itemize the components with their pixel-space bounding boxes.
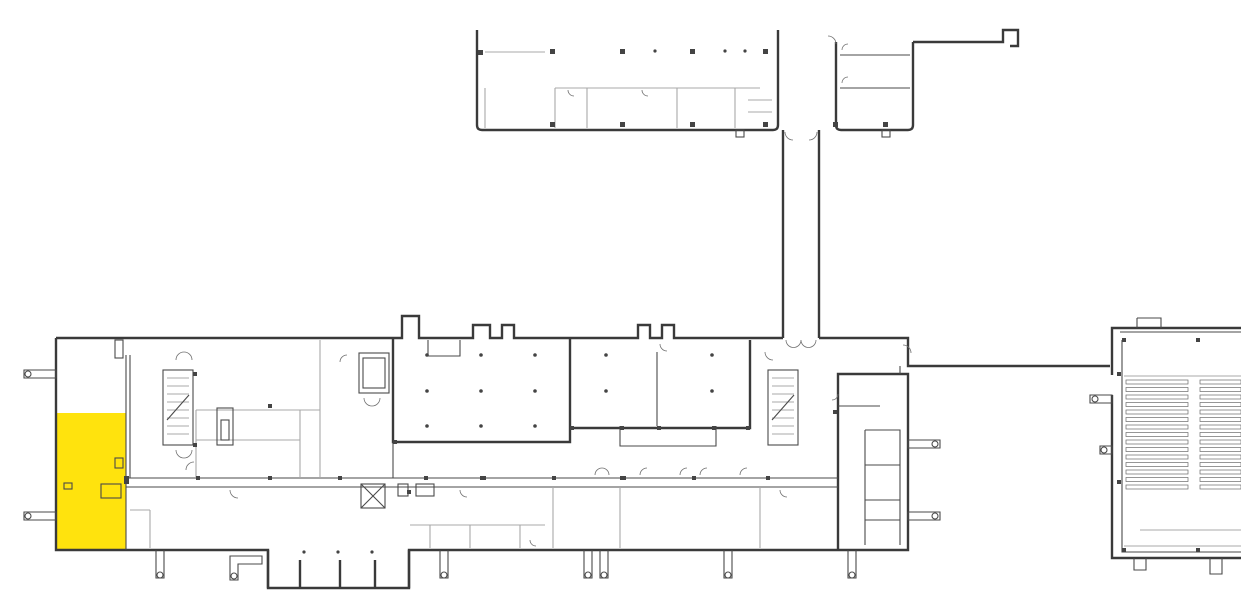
seat-row xyxy=(1199,469,1241,475)
seat-row xyxy=(1125,402,1189,407)
seat-row xyxy=(1199,477,1241,482)
north-wing xyxy=(475,28,1020,138)
seat-row xyxy=(1199,424,1241,430)
seat-row xyxy=(1125,462,1189,467)
seat-row xyxy=(1125,394,1189,400)
corridor-link xyxy=(781,130,821,348)
seat-row xyxy=(1199,454,1241,460)
seat-row xyxy=(1199,462,1241,467)
seat-row xyxy=(1125,469,1189,475)
seat-row xyxy=(1125,447,1189,452)
seat-row xyxy=(1125,379,1189,385)
seat-row xyxy=(1199,387,1241,392)
seat-row xyxy=(1125,439,1189,445)
seat-row xyxy=(1199,484,1241,490)
seat-row xyxy=(1199,409,1241,415)
seat-row xyxy=(1125,484,1189,490)
seat-row xyxy=(1125,454,1189,460)
seat-row xyxy=(1125,477,1189,482)
east-stairs xyxy=(767,369,799,446)
seat-row xyxy=(1199,432,1241,437)
seat-row xyxy=(1199,394,1241,400)
auditorium xyxy=(1089,317,1241,575)
seat-row xyxy=(1199,379,1241,385)
seat-row xyxy=(1125,424,1189,430)
seat-row xyxy=(1199,447,1241,452)
exterior-piers xyxy=(23,369,941,581)
seating-rows xyxy=(1125,379,1241,490)
seat-row xyxy=(1125,387,1189,392)
seat-row xyxy=(1199,402,1241,407)
seat-row xyxy=(1125,417,1189,422)
seat-row xyxy=(1199,439,1241,445)
seat-row xyxy=(1199,417,1241,422)
seat-row xyxy=(1125,432,1189,437)
highlighted-room[interactable] xyxy=(56,413,126,550)
main-building xyxy=(54,314,1110,590)
west-stairs xyxy=(162,369,194,446)
seat-row xyxy=(1125,409,1189,415)
